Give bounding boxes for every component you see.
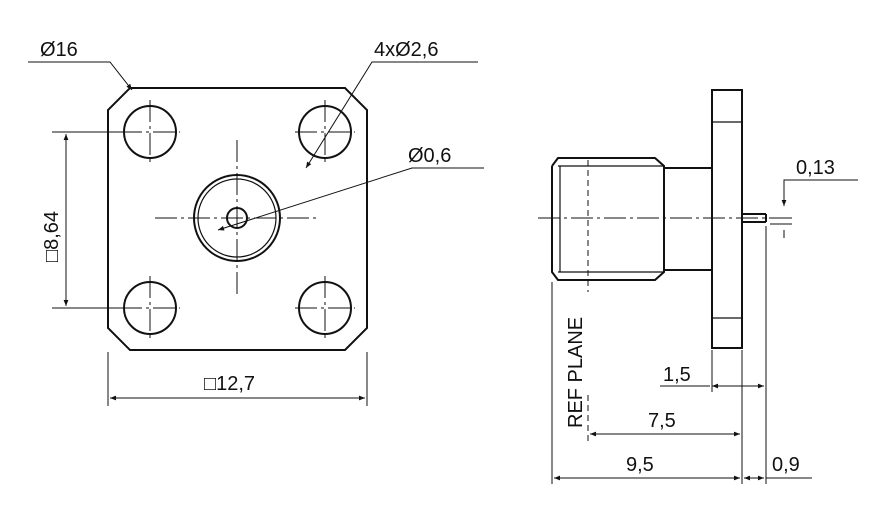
pin-offset-label: 0,13 [796, 157, 835, 179]
overall-length-label: 9,5 [626, 454, 654, 476]
body-collar [663, 167, 713, 271]
side-centerlines [538, 160, 780, 442]
flange-outline [107, 87, 368, 351]
pin-dia-label: Ø0,6 [408, 145, 451, 167]
flange-dia-label: Ø16 [40, 39, 78, 61]
pin-extension-label: 0,9 [772, 454, 800, 476]
body-length-label: 7,5 [648, 410, 676, 432]
front-dimensions [28, 61, 484, 406]
ref-plane-label: REF PLANE [565, 317, 587, 428]
hole-dia-label: 4xØ2,6 [374, 39, 438, 61]
side-dimensions [551, 179, 858, 484]
hole-spacing-label: □8,64 [41, 211, 63, 262]
side-flange [711, 89, 743, 349]
flange-square-label: □12,7 [204, 373, 255, 395]
front-centerlines [120, 100, 355, 340]
side-view [551, 89, 767, 349]
thread-body [551, 157, 665, 281]
flange-thickness-label: 1,5 [663, 364, 691, 386]
